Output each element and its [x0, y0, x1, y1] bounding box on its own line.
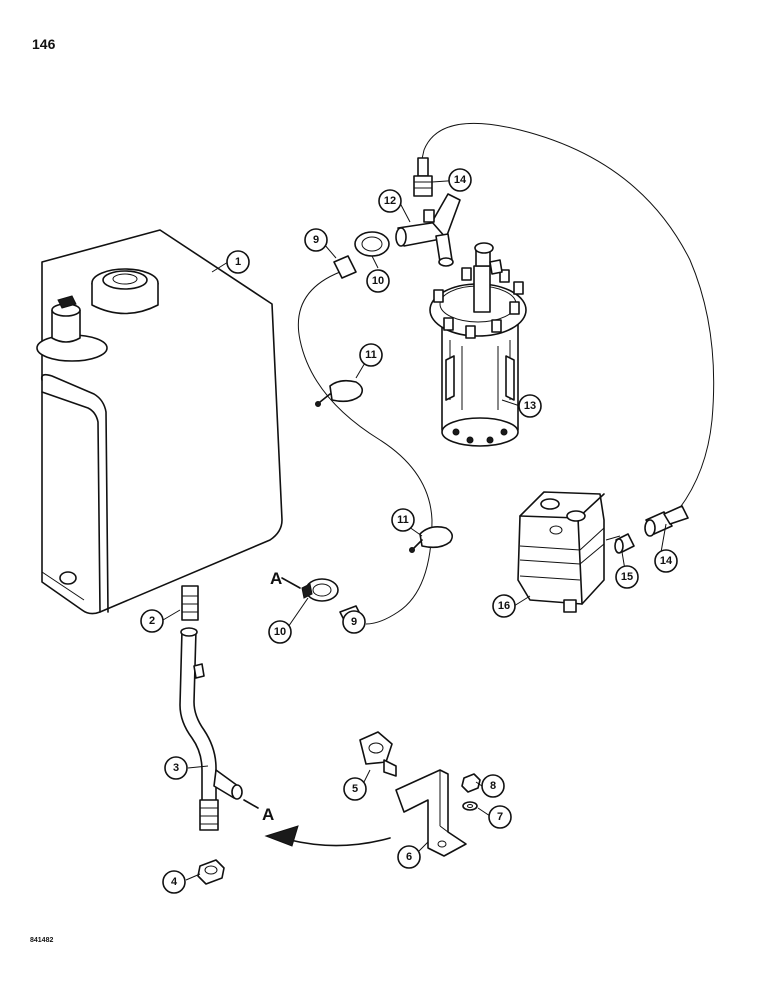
- callout-5-label: 5: [352, 783, 358, 795]
- callout-10-top: 10: [366, 269, 390, 293]
- callout-12-label: 12: [384, 195, 396, 207]
- hose-clamp-10-top: [354, 231, 390, 257]
- callout-11-upper: 11: [359, 343, 383, 367]
- callout-1-label: 1: [235, 256, 241, 268]
- callout-4: 4: [162, 870, 186, 894]
- callout-14-right-label: 14: [660, 555, 673, 567]
- callout-6: 6: [397, 845, 421, 869]
- callout-2-label: 2: [149, 615, 155, 627]
- callout-13-label: 13: [524, 400, 536, 412]
- leader-lines: [162, 179, 667, 881]
- callout-7-label: 7: [497, 811, 503, 823]
- strap-11-upper: [315, 379, 364, 407]
- strap-11-lower: [409, 526, 454, 553]
- page-number: 146: [32, 36, 56, 52]
- reference-letter-a-upper: A: [270, 569, 282, 588]
- callout-8-label: 8: [490, 780, 496, 792]
- callout-12: 12: [378, 189, 402, 213]
- callout-6-label: 6: [406, 851, 412, 863]
- callout-8: 8: [481, 774, 505, 798]
- hydraulic-pump-16: [517, 491, 605, 613]
- drawing-code: 841482: [30, 937, 54, 944]
- callout-14-right: 14: [654, 549, 678, 573]
- callout-4-label: 4: [171, 876, 178, 888]
- callout-16-label: 16: [498, 600, 510, 612]
- reference-letter-a-lower: A: [262, 805, 274, 824]
- callout-11-lower-label: 11: [397, 514, 409, 526]
- callout-2: 2: [140, 609, 164, 633]
- hose-clamp-10-lower: [301, 578, 339, 602]
- callout-10-lower: 10: [268, 620, 292, 644]
- callout-5: 5: [343, 777, 367, 801]
- callout-14-top-label: 14: [454, 174, 467, 186]
- callout-11-upper-label: 11: [365, 349, 377, 361]
- nut-4: [197, 859, 225, 885]
- callout-15: 15: [615, 565, 639, 589]
- fitting-14-right: [644, 505, 689, 537]
- filter-assembly-13: [429, 242, 527, 447]
- nut-8: [461, 773, 481, 793]
- callout-10-lower-label: 10: [274, 626, 286, 638]
- callout-9-lower-label: 9: [351, 616, 357, 628]
- leader-a-upper: [281, 577, 301, 589]
- callout-3-label: 3: [173, 762, 179, 774]
- clamp-5: [359, 731, 397, 777]
- callout-9-top-label: 9: [313, 234, 319, 246]
- fitting-14-top: [413, 157, 433, 197]
- callout-9-top: 9: [304, 228, 328, 252]
- suction-tube-3: [179, 627, 243, 831]
- elbow-fitting-12: [395, 193, 461, 267]
- direction-arrow: [264, 825, 391, 847]
- hose-end-9-top: [333, 255, 357, 279]
- suction-hose: [297, 271, 433, 625]
- callout-14-top: 14: [448, 168, 472, 192]
- callout-15-label: 15: [621, 571, 633, 583]
- callout-7: 7: [488, 805, 512, 829]
- callout-9-lower: 9: [342, 610, 366, 634]
- callout-1: 1: [226, 250, 250, 274]
- leader-a-lower: [243, 799, 259, 809]
- mounting-bracket-6: [395, 769, 467, 857]
- return-hose: [419, 122, 715, 541]
- callout-10-top-label: 10: [372, 275, 384, 287]
- elbow-fitting-2: [181, 585, 199, 621]
- callout-16: 16: [492, 594, 516, 618]
- callout-3: 3: [164, 756, 188, 780]
- callout-13: 13: [518, 394, 542, 418]
- callout-11-lower: 11: [391, 508, 415, 532]
- hydraulic-tank: [36, 229, 283, 615]
- washer-7: [462, 801, 478, 811]
- fitting-15: [614, 533, 635, 554]
